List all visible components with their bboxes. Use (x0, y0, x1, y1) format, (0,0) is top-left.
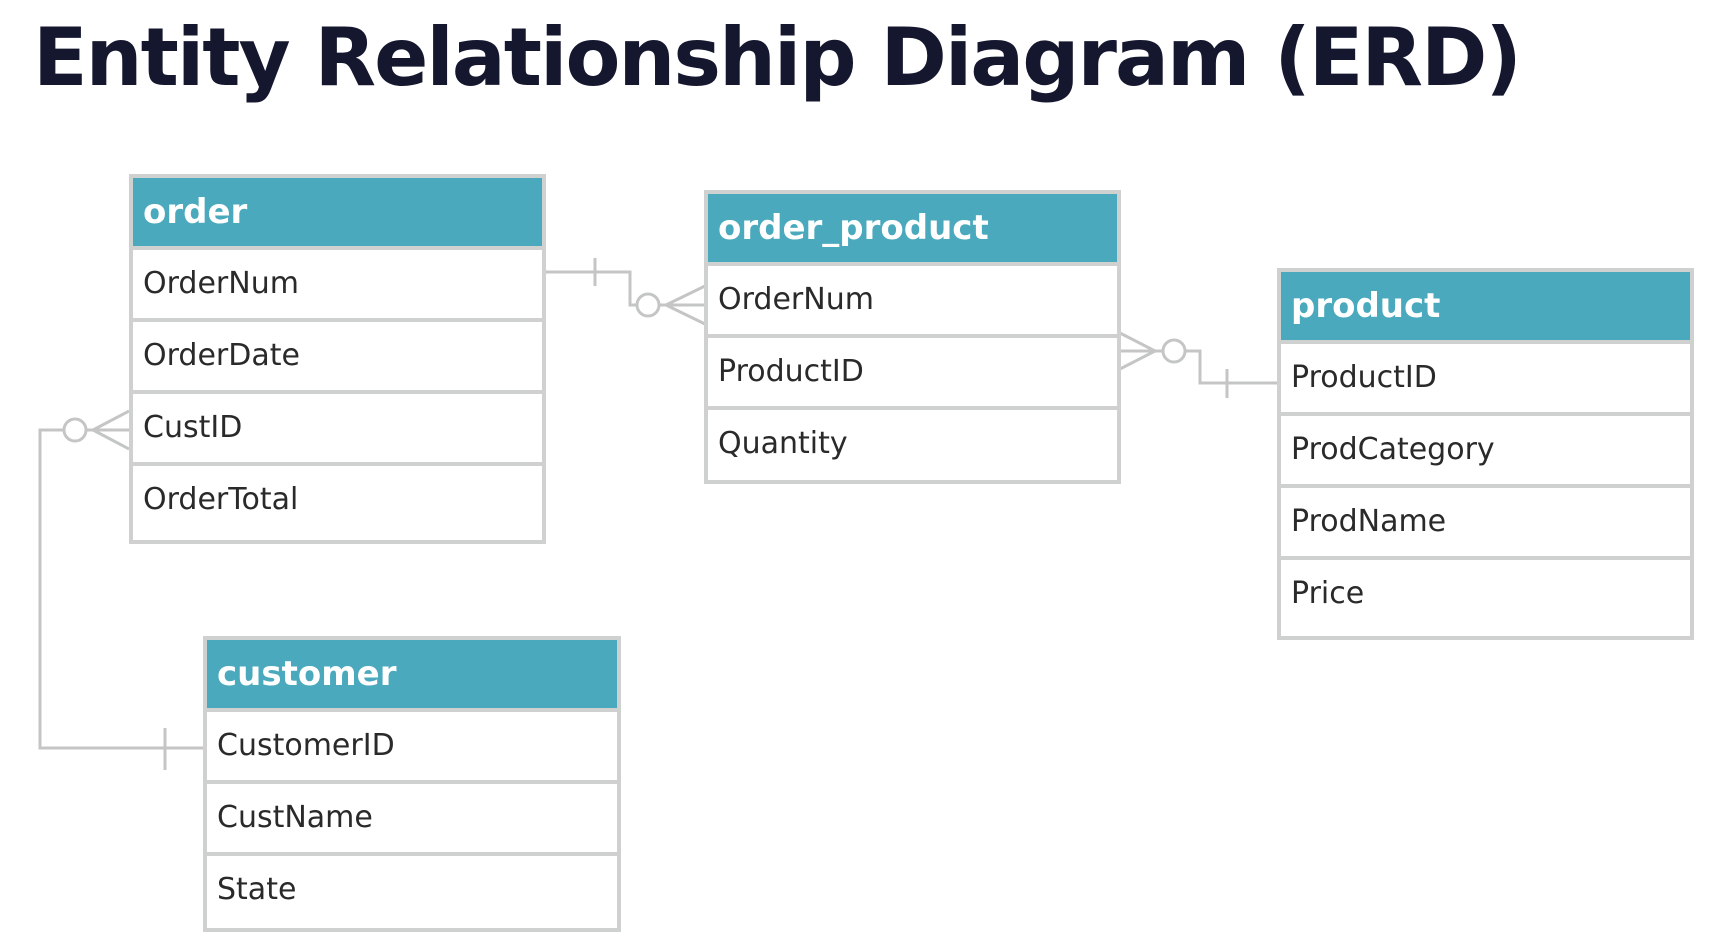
customer-field-customerid: CustomerID (207, 712, 617, 784)
order-product-table: order_product OrderNum ProductID Quantit… (704, 190, 1121, 484)
order-product-product-line-elbow (1185, 349, 1280, 385)
diagram-title: Entity Relationship Diagram (ERD) (33, 11, 1522, 104)
crows-foot-upper-prong (665, 284, 706, 307)
order-table-header: order (133, 178, 542, 250)
order-field-ordertotal: OrderTotal (143, 482, 299, 517)
customer-table-header: customer (207, 640, 617, 712)
order-product-table-header: order_product (708, 194, 1117, 266)
crows-foot-upper-prong (92, 409, 130, 432)
order-order-product-line (545, 270, 705, 307)
order-product-field-quantity: Quantity (718, 426, 848, 461)
crows-foot-upper-prong (1117, 330, 1156, 353)
customer-field-state: State (217, 872, 297, 907)
order-product-to-product-relationship (1117, 330, 1280, 398)
product-table-header: product (1281, 272, 1690, 344)
order-table: order OrderNum OrderDate CustID OrderTot… (129, 174, 546, 544)
crows-foot-lower-prong (1117, 349, 1156, 372)
customer-table: customer CustomerID CustName State (203, 636, 621, 932)
customer-to-order-relationship (38, 409, 204, 770)
crows-foot-lower-prong (665, 303, 706, 326)
crows-foot-lower-prong (92, 428, 130, 451)
zero-optional-circle (62, 417, 88, 443)
product-table: product ProductID ProdCategory ProdName … (1277, 268, 1694, 640)
order-to-order-product-relationship (545, 258, 706, 326)
product-field-prodname: ProdName (1281, 488, 1690, 560)
zero-optional-circle (1161, 338, 1187, 364)
order-field-custid: CustID (133, 394, 542, 466)
order-field-ordernum: OrderNum (133, 250, 542, 322)
order-product-field-ordernum: OrderNum (708, 266, 1117, 338)
zero-optional-circle (635, 292, 661, 318)
customer-field-custname: CustName (207, 784, 617, 856)
product-field-price: Price (1291, 576, 1365, 611)
order-field-orderdate: OrderDate (133, 322, 542, 394)
order-product-field-productid: ProductID (708, 338, 1117, 410)
product-field-productid: ProductID (1281, 344, 1690, 416)
product-field-prodcategory: ProdCategory (1281, 416, 1690, 488)
